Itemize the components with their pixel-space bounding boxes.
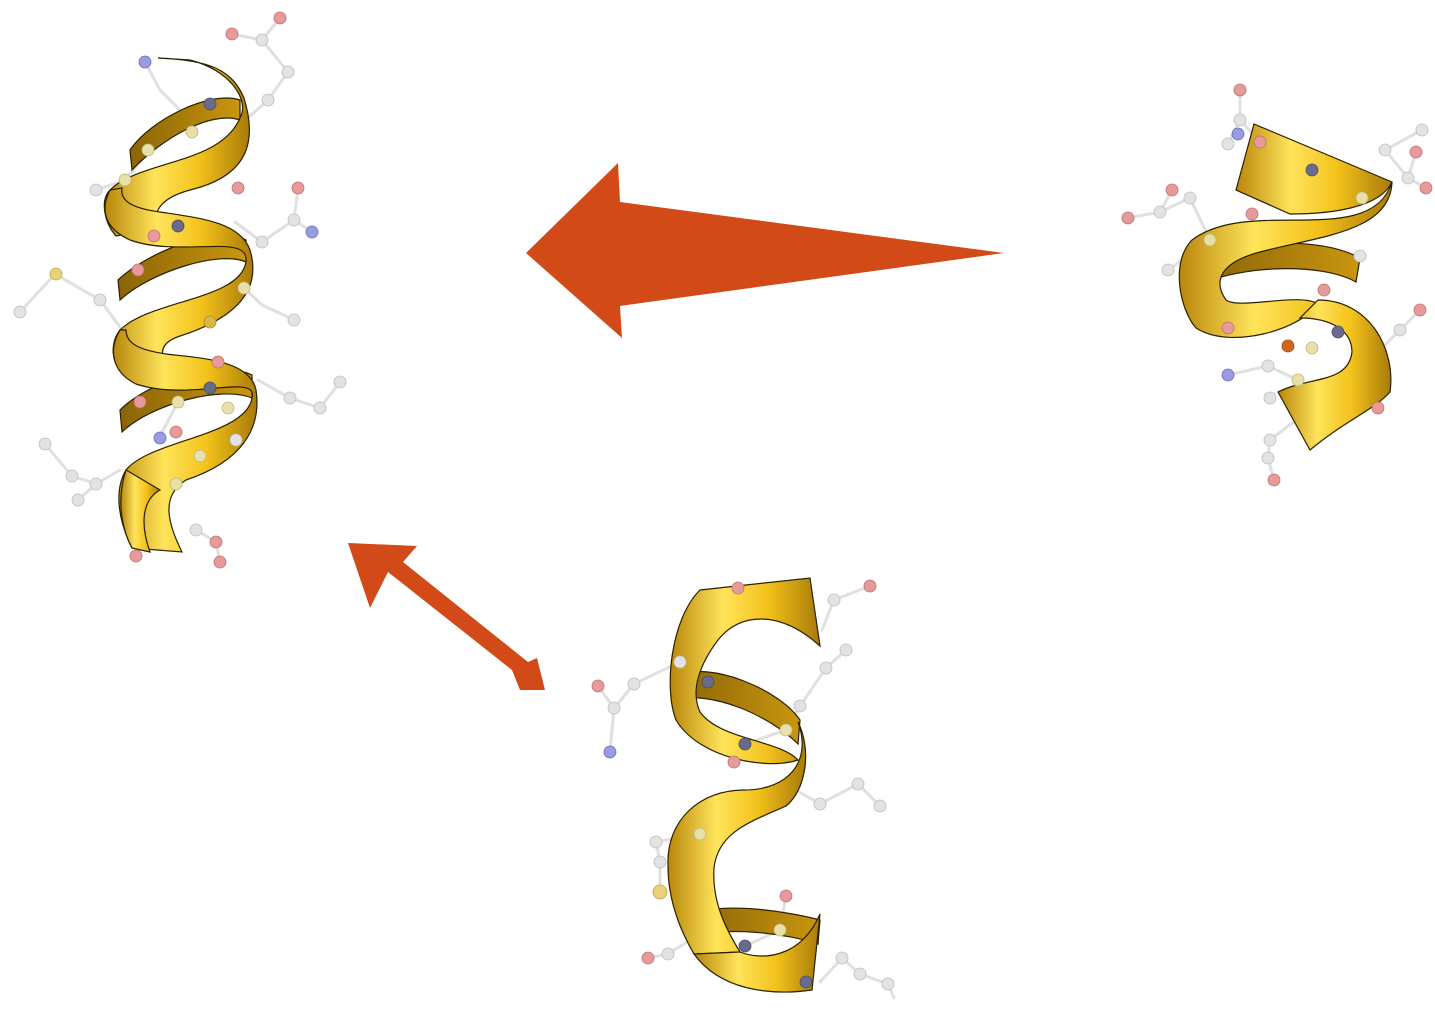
arrow-right-to-left	[526, 163, 1004, 338]
ribbon	[667, 577, 821, 993]
atoms	[13, 11, 347, 569]
helix-partial-right	[1121, 83, 1433, 487]
ribbon	[1178, 123, 1393, 451]
arrow-bottom-to-left-double	[348, 543, 545, 690]
atoms	[1121, 83, 1433, 487]
helix-full-left	[13, 11, 347, 569]
helix-partial-bottom	[591, 577, 896, 1000]
atoms	[591, 579, 895, 991]
ribbon	[103, 57, 258, 553]
